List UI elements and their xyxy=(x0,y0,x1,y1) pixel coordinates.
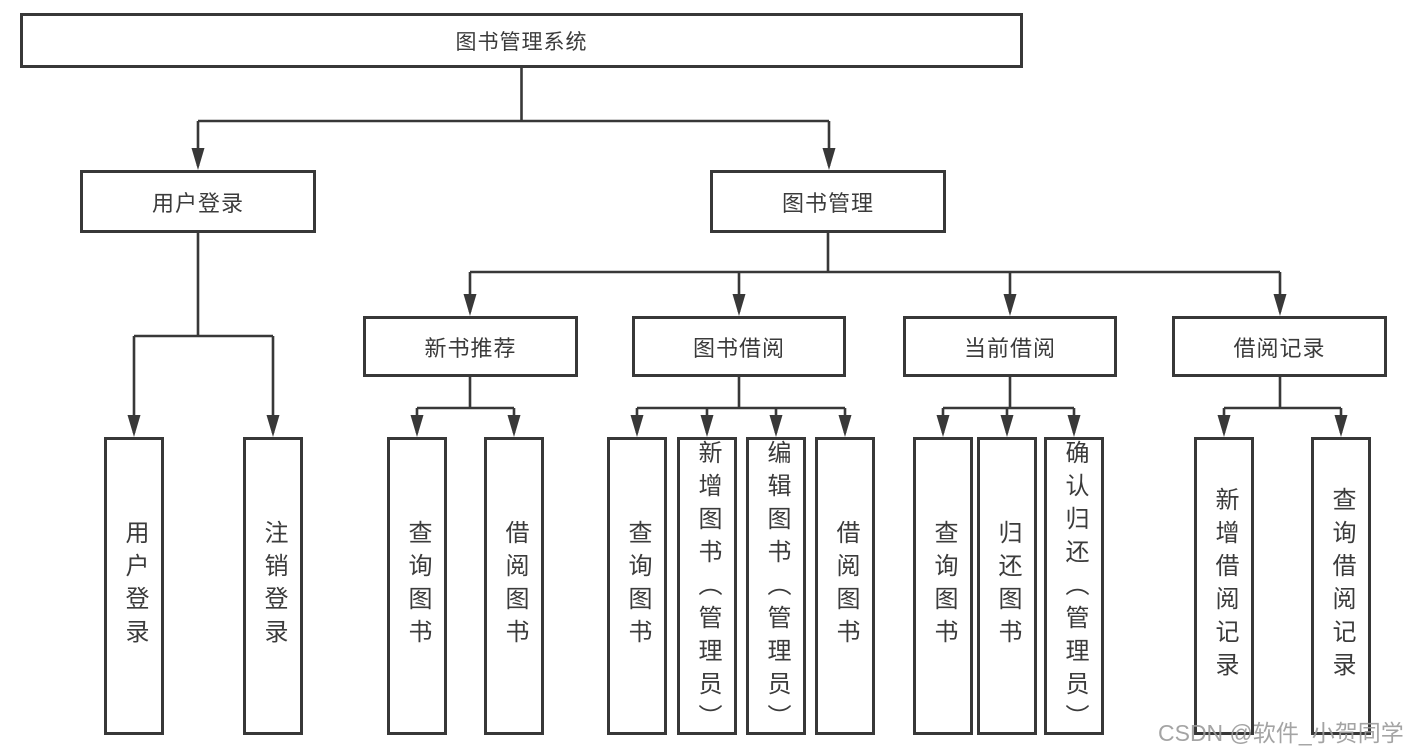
csdn-watermark: CSDN @软件_小贺同学 xyxy=(1158,720,1404,746)
leaf-borrow-books-recommend: 借阅图书 xyxy=(484,437,544,735)
leaf-query-books-recommend: 查询图书 xyxy=(387,437,447,735)
leaf-borrow-books: 借阅图书 xyxy=(815,437,875,735)
leaf-return-books: 归还图书 xyxy=(977,437,1037,735)
leaf-query-borrow-record: 查询借阅记录 xyxy=(1311,437,1371,735)
leaf-confirm-return-admin: 确认归还（管理员） xyxy=(1044,437,1104,737)
node-current-borrowing: 当前借阅 xyxy=(903,316,1117,377)
node-user-login-branch: 用户登录 xyxy=(80,170,316,233)
node-borrowing-records: 借阅记录 xyxy=(1172,316,1387,377)
leaf-add-books-admin: 新增图书（管理员） xyxy=(677,437,737,737)
node-book-borrowing: 图书借阅 xyxy=(632,316,846,377)
leaf-query-books-current: 查询图书 xyxy=(913,437,973,735)
leaf-user-login: 用户登录 xyxy=(104,437,164,735)
leaf-logout: 注销登录 xyxy=(243,437,303,735)
node-root-library-system: 图书管理系统 xyxy=(20,13,1023,68)
leaf-query-books-borrowing: 查询图书 xyxy=(607,437,667,735)
node-book-management-branch: 图书管理 xyxy=(710,170,946,233)
leaf-add-borrow-record: 新增借阅记录 xyxy=(1194,437,1254,735)
node-new-book-recommend: 新书推荐 xyxy=(363,316,578,377)
leaf-edit-books-admin: 编辑图书（管理员） xyxy=(746,437,806,737)
